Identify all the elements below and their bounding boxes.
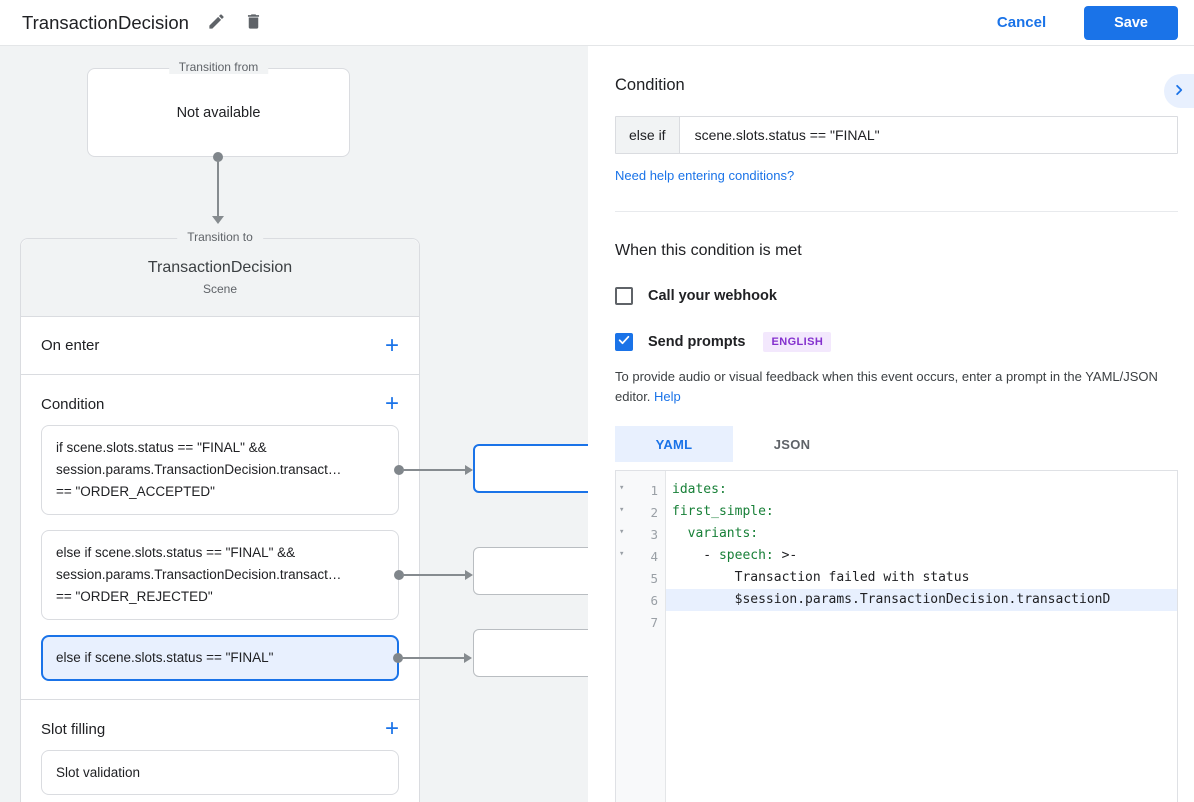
- transition-to-legend: Transition to: [177, 230, 263, 244]
- card-connector-arrow: [401, 653, 472, 663]
- condition-card-line: else if scene.slots.status == "FINAL" &&: [56, 545, 296, 560]
- save-button[interactable]: Save: [1084, 5, 1178, 40]
- slot-validation-card[interactable]: Slot validation: [41, 750, 399, 795]
- panel-title: Condition: [615, 76, 685, 94]
- gutter-line-number: ▾2: [619, 504, 658, 520]
- scene-name: TransactionDecision: [147, 259, 293, 276]
- on-enter-row: On enter +: [21, 317, 419, 375]
- cancel-button[interactable]: Cancel: [996, 14, 1047, 31]
- on-enter-label: On enter: [41, 337, 100, 354]
- condition-card-line: if scene.slots.status == "FINAL" &&: [56, 440, 267, 455]
- tab-yaml[interactable]: YAML: [615, 426, 733, 463]
- transition-to-box: Transition to TransactionDecision Scene …: [20, 230, 473, 802]
- webhook-checkbox[interactable]: [615, 287, 633, 305]
- condition-card[interactable]: else if scene.slots.status == "FINAL": [41, 635, 472, 681]
- condition-card[interactable]: if scene.slots.status == "FINAL" && sessi…: [41, 425, 473, 515]
- gutter-line-number: 5: [650, 570, 658, 586]
- send-prompts-checkbox[interactable]: [615, 333, 633, 351]
- editor-tab-bar: YAML JSON: [615, 426, 1178, 463]
- add-on-enter-button[interactable]: +: [384, 331, 399, 359]
- editor-code-area: idates: first_simple: variants: - speech:…: [666, 471, 1177, 802]
- card-connector-dot: [393, 653, 403, 663]
- fold-arrow-icon[interactable]: ▾: [619, 527, 625, 538]
- fold-arrow-icon[interactable]: ▾: [619, 549, 625, 560]
- card-connector-arrow: [402, 465, 473, 475]
- gutter-line-number: ▾4: [619, 548, 658, 564]
- chevron-right-icon: [1170, 81, 1188, 102]
- language-badge: ENGLISH: [763, 332, 832, 352]
- page-title: TransactionDecision: [22, 11, 189, 33]
- transition-target-box-3[interactable]: [473, 629, 588, 677]
- send-prompts-row: Send prompts ENGLISH: [615, 332, 1178, 352]
- condition-card-list: if scene.slots.status == "FINAL" && sessi…: [21, 425, 473, 681]
- gutter-line-number: 6: [650, 592, 658, 608]
- card-connector-dot: [394, 570, 404, 580]
- transition-target-box-2[interactable]: [473, 547, 588, 595]
- send-prompts-label: Send prompts: [648, 334, 746, 350]
- webhook-label: Call your webhook: [648, 288, 777, 304]
- condition-card-line: else if scene.slots.status == "FINAL": [56, 650, 274, 665]
- slot-filling-section: Slot filling + Slot validation: [21, 700, 419, 802]
- prompt-help-link[interactable]: Help: [654, 389, 681, 405]
- condition-input-group: else if scene.slots.status == "FINAL": [615, 116, 1178, 154]
- gutter-line-number: 7: [650, 614, 658, 630]
- transition-from-value: Not available: [176, 104, 261, 121]
- checkmark-icon: [617, 333, 631, 352]
- fold-arrow-icon[interactable]: ▾: [619, 505, 625, 516]
- editor-gutter: ▾1 ▾2 ▾3 ▾4 5 6 7: [616, 471, 666, 802]
- add-slot-button[interactable]: +: [384, 715, 399, 742]
- code-line[interactable]: - speech: >-: [672, 548, 798, 564]
- conditions-help-link[interactable]: Need help entering conditions?: [615, 168, 795, 183]
- yaml-code-editor[interactable]: ▾1 ▾2 ▾3 ▾4 5 6 7 idates: first_simple: variant…: [615, 470, 1178, 802]
- condition-operator-label: else if: [616, 117, 680, 153]
- top-bar: TransactionDecision Cancel Save: [0, 0, 1194, 46]
- gutter-line-number: ▾1: [619, 482, 658, 498]
- slot-filling-header: Slot filling +: [21, 708, 419, 750]
- condition-section: Condition + if scene.slots.status == "FI…: [21, 375, 473, 700]
- condition-editor-section: Condition else if scene.slots.status == …: [588, 46, 1194, 212]
- collapse-panel-button[interactable]: [1164, 74, 1194, 108]
- add-condition-button[interactable]: +: [384, 390, 399, 417]
- webhook-row: Call your webhook: [615, 287, 1178, 305]
- condition-card[interactable]: else if scene.slots.status == "FINAL" &&…: [41, 530, 473, 620]
- transition-from-box: Transition from Not available: [87, 60, 350, 157]
- code-line[interactable]: idates:: [672, 482, 727, 498]
- fold-arrow-icon[interactable]: ▾: [619, 483, 625, 494]
- trash-icon: [244, 12, 263, 34]
- condition-section-header: Condition +: [21, 383, 419, 425]
- transition-target-box-1[interactable]: [473, 444, 588, 493]
- section-divider: [615, 211, 1178, 212]
- code-line[interactable]: variants:: [687, 526, 759, 542]
- condition-section-label: Condition: [41, 395, 105, 413]
- edit-scene-button[interactable]: [207, 12, 226, 34]
- when-met-title: When this condition is met: [615, 242, 802, 259]
- flow-arrow-head: [212, 216, 224, 224]
- when-condition-met-section: When this condition is met Call your web…: [588, 212, 1194, 802]
- condition-card-line: session.params.TransactionDecision.trans…: [56, 462, 342, 477]
- scene-flow-canvas: Transition from Not available Transition…: [0, 46, 588, 802]
- slot-filling-label: Slot filling: [41, 720, 106, 738]
- pencil-icon: [207, 12, 226, 34]
- prompt-hint: To provide audio or visual feedback when…: [615, 367, 1177, 407]
- flow-connector-dot: [213, 152, 223, 162]
- condition-card-line: == "ORDER_REJECTED": [56, 589, 213, 604]
- condition-card-line: == "ORDER_ACCEPTED": [56, 484, 215, 499]
- transition-from-legend: Transition from: [168, 60, 269, 74]
- code-line[interactable]: [666, 611, 1177, 633]
- gutter-line-number: ▾3: [619, 526, 658, 542]
- code-line[interactable]: Transaction failed with status: [672, 570, 970, 586]
- scene-type-label: Scene: [202, 282, 238, 296]
- prompt-hint-text: To provide audio or visual feedback when…: [615, 369, 1158, 405]
- flow-arrow-line: [217, 160, 219, 216]
- tab-json[interactable]: JSON: [773, 436, 811, 452]
- delete-scene-button[interactable]: [244, 12, 263, 34]
- condition-expression-input[interactable]: scene.slots.status == "FINAL": [694, 127, 880, 143]
- code-line[interactable]: first_simple:: [672, 504, 774, 520]
- condition-card-line: session.params.TransactionDecision.trans…: [56, 567, 342, 582]
- card-connector-arrow: [402, 570, 473, 580]
- card-connector-dot: [394, 465, 404, 475]
- scene-header[interactable]: TransactionDecision Scene: [21, 239, 419, 317]
- condition-detail-panel: Condition else if scene.slots.status == …: [588, 46, 1194, 802]
- code-line[interactable]: $session.params.TransactionDecision.tran…: [666, 589, 1177, 612]
